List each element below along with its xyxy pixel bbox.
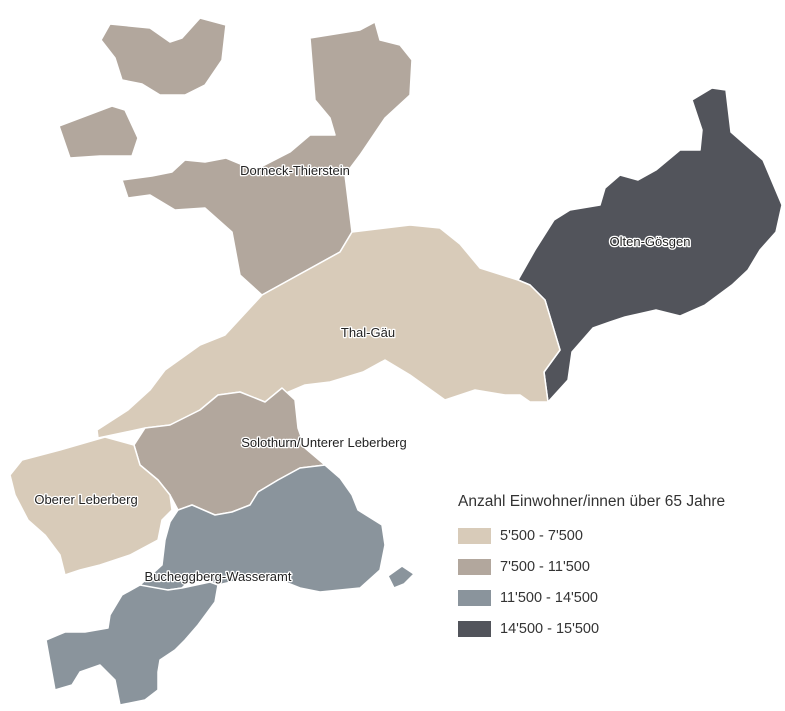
- legend-label: 5'500 - 7'500: [500, 527, 583, 544]
- region-thal-gaeu: [96, 224, 561, 439]
- region-dorneck-thierstein-exclave-west: [58, 105, 139, 159]
- legend-title: Anzahl Einwohner/innen über 65 Jahre: [458, 493, 726, 510]
- label-solothurn-unterer-leberberg: Solothurn/Unterer Leberberg: [241, 435, 407, 450]
- label-olten-goesgen: Olten-Gösgen: [610, 234, 691, 249]
- legend-item: 7'500 - 11'500: [458, 551, 725, 582]
- region-bucheggberg-wasseramt-southwest: [45, 581, 219, 706]
- label-dorneck-thierstein: Dorneck-Thierstein: [240, 163, 350, 178]
- legend-swatch: [458, 620, 491, 637]
- region-dorneck-thierstein: [58, 17, 413, 296]
- region-oberer-leberberg: [9, 436, 173, 576]
- legend-swatch: [458, 589, 491, 606]
- label-bucheggberg-wasseramt: Bucheggberg-Wasseramt: [145, 569, 292, 584]
- region-bucheggberg-wasseramt-exclave: [387, 565, 415, 589]
- legend-label: 11'500 - 14'500: [500, 589, 598, 606]
- legend-item: 14'500 - 15'500: [458, 613, 725, 644]
- legend-swatch: [458, 527, 491, 544]
- legend-label: 7'500 - 11'500: [500, 558, 590, 575]
- label-oberer-leberberg: Oberer Leberberg: [34, 492, 137, 507]
- legend-item: 11'500 - 14'500: [458, 582, 725, 613]
- region-dorneck-thierstein-exclave-north: [100, 17, 227, 96]
- legend-item: 5'500 - 7'500: [458, 520, 725, 551]
- legend-label: 14'500 - 15'500: [500, 620, 600, 637]
- region-dorneck-thierstein-main: [121, 21, 413, 296]
- legend: Anzahl Einwohner/innen über 65 Jahre 5'5…: [458, 493, 725, 644]
- region-bucheggberg-wasseramt: [45, 464, 415, 706]
- region-olten-goesgen: [517, 87, 783, 403]
- legend-swatch: [458, 558, 491, 575]
- label-thal-gaeu: Thal-Gäu: [341, 325, 395, 340]
